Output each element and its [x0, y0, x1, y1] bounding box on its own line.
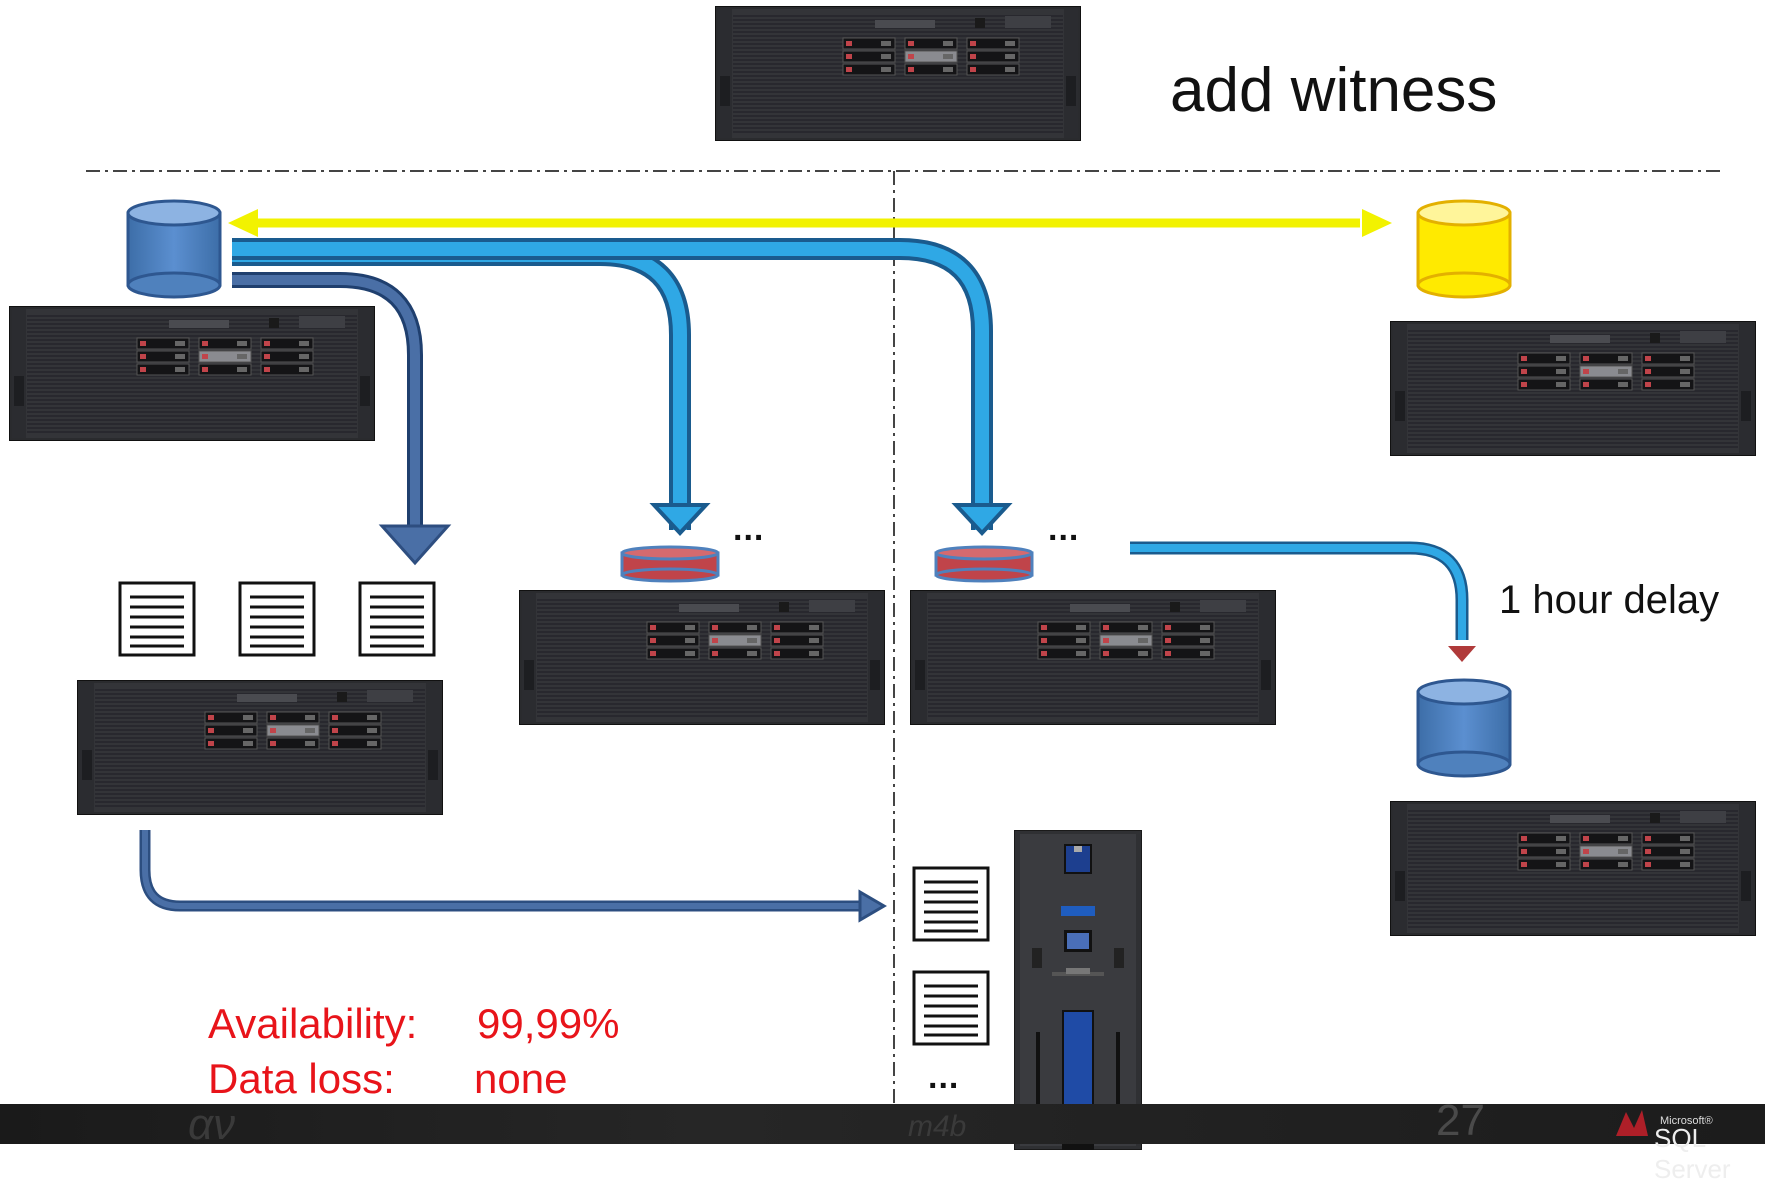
delayed-database-icon — [1416, 678, 1512, 778]
witness-double-arrow — [228, 209, 1392, 237]
availability-value: 99,99% — [477, 1000, 620, 1047]
footer-decoration-mid: m4b — [908, 1110, 967, 1143]
log-shipping-arrow — [232, 272, 452, 566]
witness-host-server — [1390, 321, 1756, 456]
primary-database-icon — [126, 199, 222, 299]
delay-label: 1 hour delay — [1499, 578, 1720, 622]
witness-label: add witness — [1170, 56, 1498, 125]
backup-document-icon-1 — [912, 866, 990, 942]
brand-microsoft: Microsoft® — [1660, 1115, 1713, 1127]
log-document-icon-1 — [118, 581, 196, 657]
sql-server-logo-icon — [1616, 1110, 1648, 1136]
sync-replica-server-1 — [519, 590, 885, 725]
replica-disk-icon-2 — [934, 545, 1034, 583]
ellipsis-replica-1: ... — [733, 510, 765, 548]
brand-sql-server: SQL Server — [1654, 1123, 1731, 1184]
delayed-replica-server — [1390, 801, 1756, 936]
footer-decoration-left: αν — [188, 1100, 236, 1149]
ellipsis-backup: ... — [928, 1058, 960, 1096]
backup-document-icon-2 — [912, 970, 990, 1046]
diagram-canvas: add witness 1 hour delay ... ... ... Ava… — [0, 6, 1765, 1184]
data-loss-label: Data loss: — [208, 1055, 395, 1102]
data-loss-value: none — [474, 1055, 568, 1102]
footer-bar — [0, 1104, 1765, 1144]
delayed-shipping-arrow — [1130, 541, 1476, 662]
backup-copy-arrow — [139, 830, 887, 923]
ellipsis-replica-2: ... — [1048, 510, 1080, 548]
sync-replica-server-2 — [910, 590, 1276, 725]
page-number: 27 — [1436, 1096, 1485, 1145]
sync-replica-arrow-2 — [232, 238, 1013, 536]
primary-server — [9, 306, 375, 441]
availability-label: Availability: — [208, 1000, 418, 1047]
witness-database-icon — [1416, 199, 1512, 299]
tape-library-icon — [1014, 830, 1142, 1150]
log-document-icon-3 — [358, 581, 436, 657]
replica-disk-icon-1 — [620, 545, 720, 583]
connector-layer — [86, 170, 1720, 1104]
witness-server — [715, 6, 1081, 141]
log-document-icon-2 — [238, 581, 316, 657]
log-shipping-server — [77, 680, 443, 815]
